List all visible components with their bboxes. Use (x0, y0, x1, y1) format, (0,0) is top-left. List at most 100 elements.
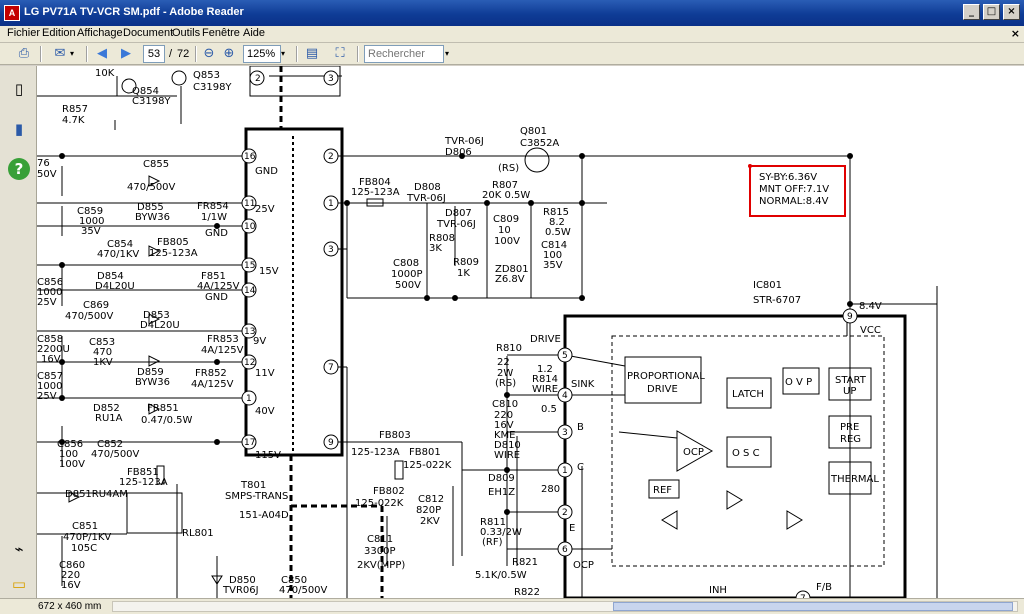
label-block-thermal: THERMAL (830, 474, 879, 485)
next-page-icon[interactable]: ▶ (121, 46, 131, 61)
label-d810-type: WIRE (494, 450, 520, 461)
label-c855: C855 (143, 159, 169, 170)
label-r822: R822 (514, 587, 540, 598)
label-r811-a: 0.33/2W (480, 527, 522, 538)
full-screen-icon[interactable]: ⛶ (335, 46, 345, 61)
help-icon[interactable]: ? (8, 158, 30, 180)
label-inh: INH (709, 585, 727, 596)
label-c814-a: 100 (543, 250, 562, 261)
label-pin-17: 17 (244, 438, 255, 448)
label-d808: D808 (414, 182, 441, 193)
label-50v: 50V (37, 169, 57, 180)
menu-aide[interactable]: Aide (243, 27, 266, 39)
schematic-diagram: SY-BY:6.36V MNT OFF:7.1V NORMAL:8.4V 10K… (37, 66, 938, 598)
label-fr852: FR852 (195, 368, 227, 379)
email-dropdown-icon[interactable]: ▾ (70, 49, 75, 58)
label-280: 280 (541, 484, 560, 495)
annotation-line-2: MNT OFF:7.1V (759, 184, 829, 195)
menu-fenetre[interactable]: Fenêtre (202, 27, 240, 39)
fit-page-icon[interactable]: ▤ (305, 46, 319, 61)
label-t801-type: SMPS-TRANS (225, 491, 288, 502)
label-fb804-val: 125-123A (351, 187, 400, 198)
menu-outils[interactable]: Outils (172, 27, 201, 39)
label-d808-type: TVR-06J (406, 193, 446, 204)
label-q853: Q853 (193, 70, 220, 81)
label-q853-type: C3198Y (193, 82, 232, 93)
label-c850-val: 470/500V (279, 585, 328, 596)
label-d859-type: BYW36 (135, 377, 170, 388)
zoom-input[interactable]: 125% (243, 45, 281, 63)
zoom-in-icon[interactable]: ⊕ (223, 46, 235, 61)
label-q854: Q854 (132, 86, 159, 97)
label-fr853: FR853 (207, 334, 239, 345)
label-c809-b: 100V (494, 236, 520, 247)
label-pin-2: 2 (328, 152, 334, 162)
page-number-input[interactable]: 53 (143, 45, 165, 63)
label-d807: D807 (445, 208, 472, 219)
search-dropdown-icon[interactable]: ▾ (445, 49, 450, 58)
label-c814: C814 (541, 240, 567, 251)
label-c810-b: 16V (494, 420, 514, 431)
menu-bar: Fichier Edition Affichage Document Outil… (0, 26, 1024, 43)
label-r857-val: 4.7K (62, 115, 85, 126)
pages-icon[interactable]: ▯ (14, 80, 24, 98)
label-r810-c: (RS) (495, 378, 516, 389)
label-tvr06j: TVR-06J (444, 136, 484, 147)
label-fr854-val: 1/1W (201, 212, 227, 223)
label-c811-b: 2KV(MPP) (357, 560, 405, 571)
zoom-dropdown-icon[interactable]: ▾ (281, 49, 286, 58)
label-c810: C810 (492, 399, 518, 410)
label-r808: R808 (429, 233, 455, 244)
label-ic801: IC801 (753, 280, 782, 291)
label-fb851: FB851 (127, 467, 159, 478)
label-block-reg: REG (840, 434, 861, 445)
attachments-icon[interactable]: ⌁ (14, 540, 24, 558)
menu-affichage[interactable]: Affichage (77, 27, 123, 39)
maximize-button[interactable]: □ (983, 4, 1000, 20)
label-c860: C860 (59, 560, 85, 571)
scrollbar-thumb[interactable] (613, 602, 1013, 611)
label-q-pin-3: 3 (328, 74, 334, 84)
label-fb851-val: 125-123A (119, 477, 168, 488)
document-viewport[interactable]: SY-BY:6.36V MNT OFF:7.1V NORMAL:8.4V 10K… (37, 66, 1024, 598)
label-c859-a: 1000 (79, 216, 104, 227)
label-c851: C851 (72, 521, 98, 532)
menu-edition[interactable]: Edition (42, 27, 76, 39)
label-d854: D854 (97, 271, 124, 282)
page-separator: / (169, 48, 173, 60)
label-c852: C852 (97, 439, 123, 450)
label-pin-1b: 1 (328, 199, 334, 209)
label-d859: D859 (137, 367, 164, 378)
label-8-4v: 8.4V (859, 301, 882, 312)
minimize-button[interactable]: _ (963, 4, 980, 20)
label-pin-16: 16 (244, 152, 256, 162)
annotation-anchor (748, 164, 752, 168)
menu-document[interactable]: Document (123, 27, 174, 39)
label-d853-type: D4L20U (140, 320, 180, 331)
label-c809: C809 (493, 214, 519, 225)
previous-page-icon[interactable]: ◀ (97, 46, 107, 61)
label-ic-pin-7: 7 (800, 594, 806, 598)
comments-icon[interactable]: ▭ (11, 575, 27, 593)
email-icon[interactable]: ✉ (54, 46, 66, 61)
label-gnd: GND (255, 166, 278, 177)
label-d850-type: TVR06J (222, 585, 259, 596)
label-c859: C859 (77, 206, 103, 217)
menu-fichier[interactable]: Fichier (7, 27, 41, 39)
zoom-out-icon[interactable]: ⊖ (203, 46, 215, 61)
label-r815: R815 (543, 207, 569, 218)
print-icon[interactable]: ⎙ (18, 46, 30, 61)
search-input[interactable] (364, 45, 444, 63)
close-button[interactable]: × (1003, 4, 1020, 20)
label-c869: C869 (83, 300, 109, 311)
label-r807-val: 20K 0.5W (482, 190, 530, 201)
bookmarks-icon[interactable]: ▮ (14, 120, 24, 138)
label-pin-11: 11 (244, 199, 255, 209)
annotation-line-1: SY-BY:6.36V (759, 172, 817, 183)
label-fb801-val: 125-022K (403, 460, 452, 471)
horizontal-scrollbar[interactable] (112, 601, 1018, 612)
label-d807-type: TVR-06J (436, 219, 476, 230)
document-close-icon[interactable]: × (1010, 27, 1020, 40)
label-25v: 25V (255, 204, 275, 215)
label-sink: SINK (571, 379, 595, 390)
